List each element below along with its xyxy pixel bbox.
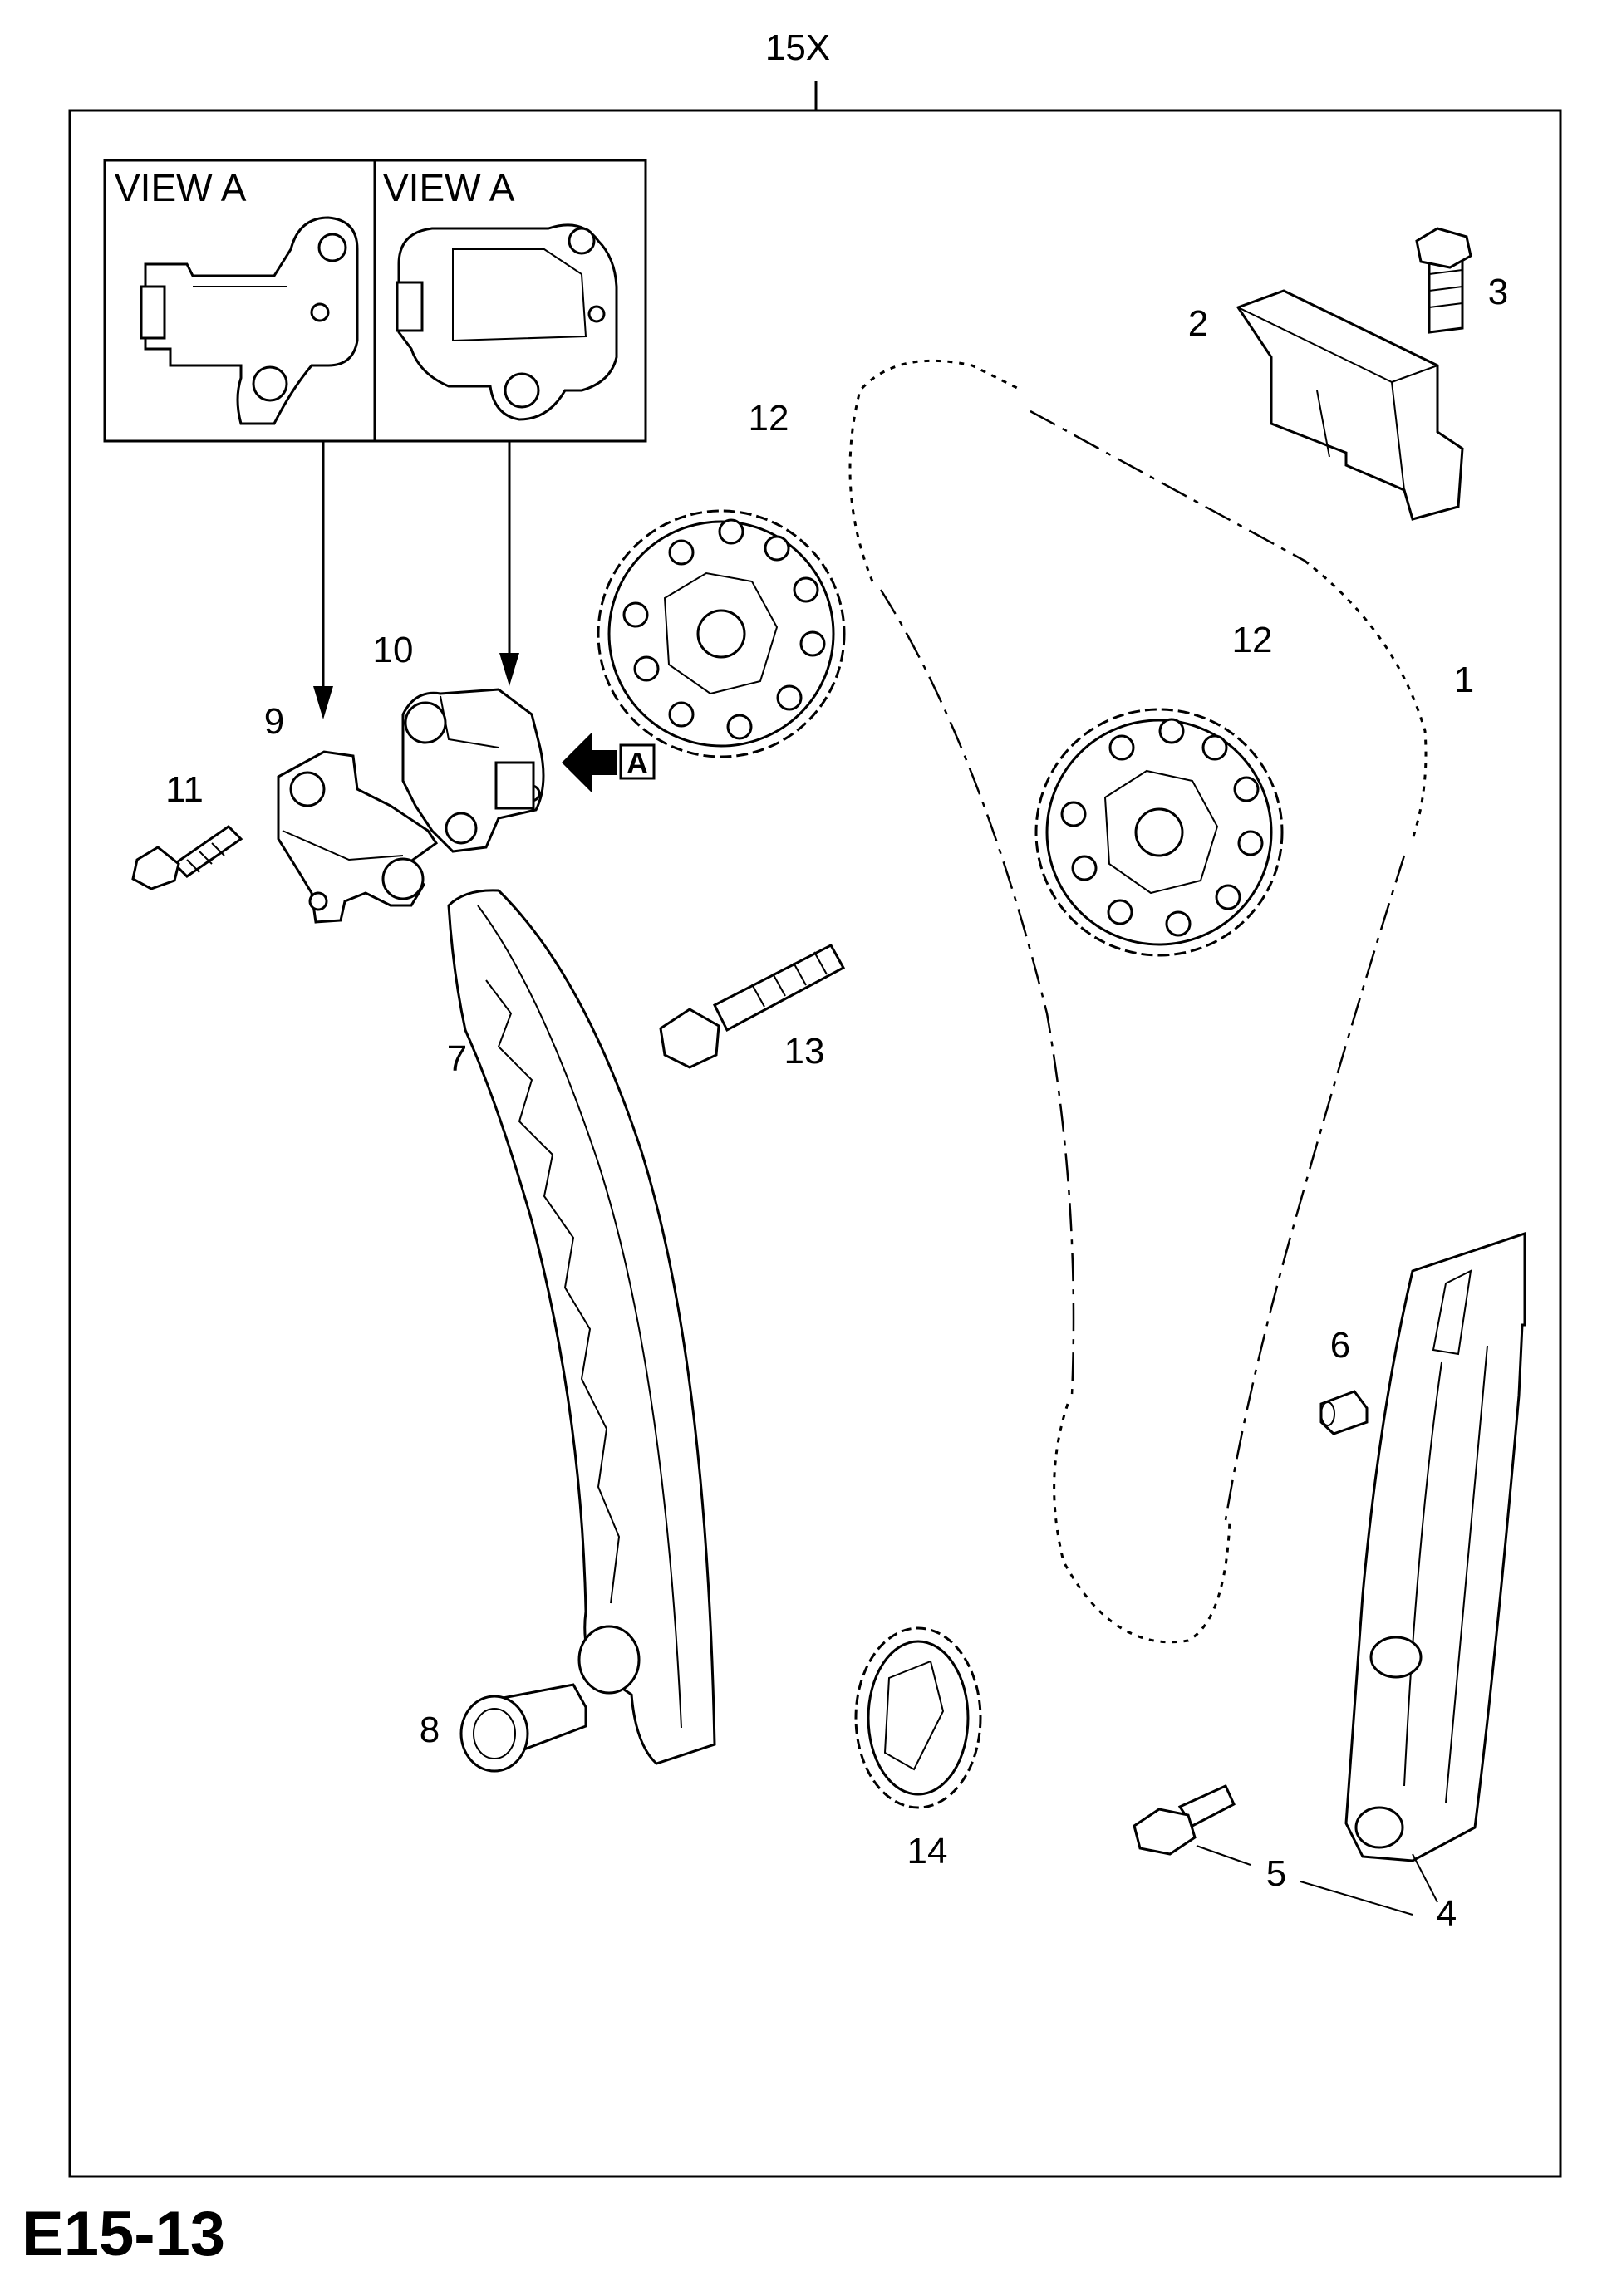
diagram-code: E15-13 [22, 2199, 225, 2269]
callout-6: 6 [1330, 1325, 1350, 1366]
part-3-bolt [1415, 227, 1472, 334]
view-leader-arrows [313, 441, 519, 719]
part-1-timing-chain [848, 359, 1428, 1644]
callout-12-lower: 12 [1232, 620, 1273, 660]
callout-1: 1 [1454, 660, 1474, 700]
part-14-crankshaft-sprocket [854, 1626, 982, 1809]
part-7-tensioner-rail [447, 889, 716, 1765]
assembly-label: 15X [765, 27, 830, 68]
callout-11: 11 [165, 769, 204, 810]
callout-14: 14 [907, 1831, 948, 1872]
part-6-pin [1319, 1390, 1369, 1435]
callout-5: 5 [1266, 1853, 1286, 1894]
callout-8: 8 [420, 1710, 440, 1750]
part-5-bolt [1133, 1784, 1236, 1856]
view-arrow-a: A [562, 733, 656, 792]
part-4-chain-guide-rail [1344, 1231, 1526, 1862]
part-9-chain-tensioner [277, 750, 439, 924]
view-a-label-left: VIEW A [115, 166, 247, 209]
callout-10: 10 [373, 630, 414, 670]
view-a-detail-right [396, 223, 618, 421]
part-10-chain-tensioner [401, 688, 545, 853]
view-a-panel: VIEW A VIEW A [103, 159, 647, 443]
callout-2: 2 [1188, 303, 1208, 344]
callout-7: 7 [447, 1038, 467, 1079]
part-11-bolt [131, 825, 243, 890]
part-13-bolt [659, 944, 846, 1069]
part-8-pin [459, 1683, 587, 1773]
callout-3: 3 [1488, 272, 1508, 312]
view-arrow-a-label: A [627, 746, 648, 780]
view-a-detail-left [140, 216, 359, 425]
callout-4: 4 [1437, 1893, 1457, 1934]
callout-9: 9 [264, 701, 284, 742]
callout-13: 13 [784, 1031, 825, 1072]
part-12-camshaft-sprocket-upper [597, 509, 846, 758]
callout-12-upper: 12 [749, 398, 789, 439]
part-12-camshaft-sprocket-lower [1034, 708, 1284, 957]
part-2-chain-guide [1236, 289, 1464, 521]
callout-leaders [1196, 1845, 1438, 1916]
view-a-label-right: VIEW A [383, 166, 515, 209]
diagram-frame [68, 109, 1562, 2178]
